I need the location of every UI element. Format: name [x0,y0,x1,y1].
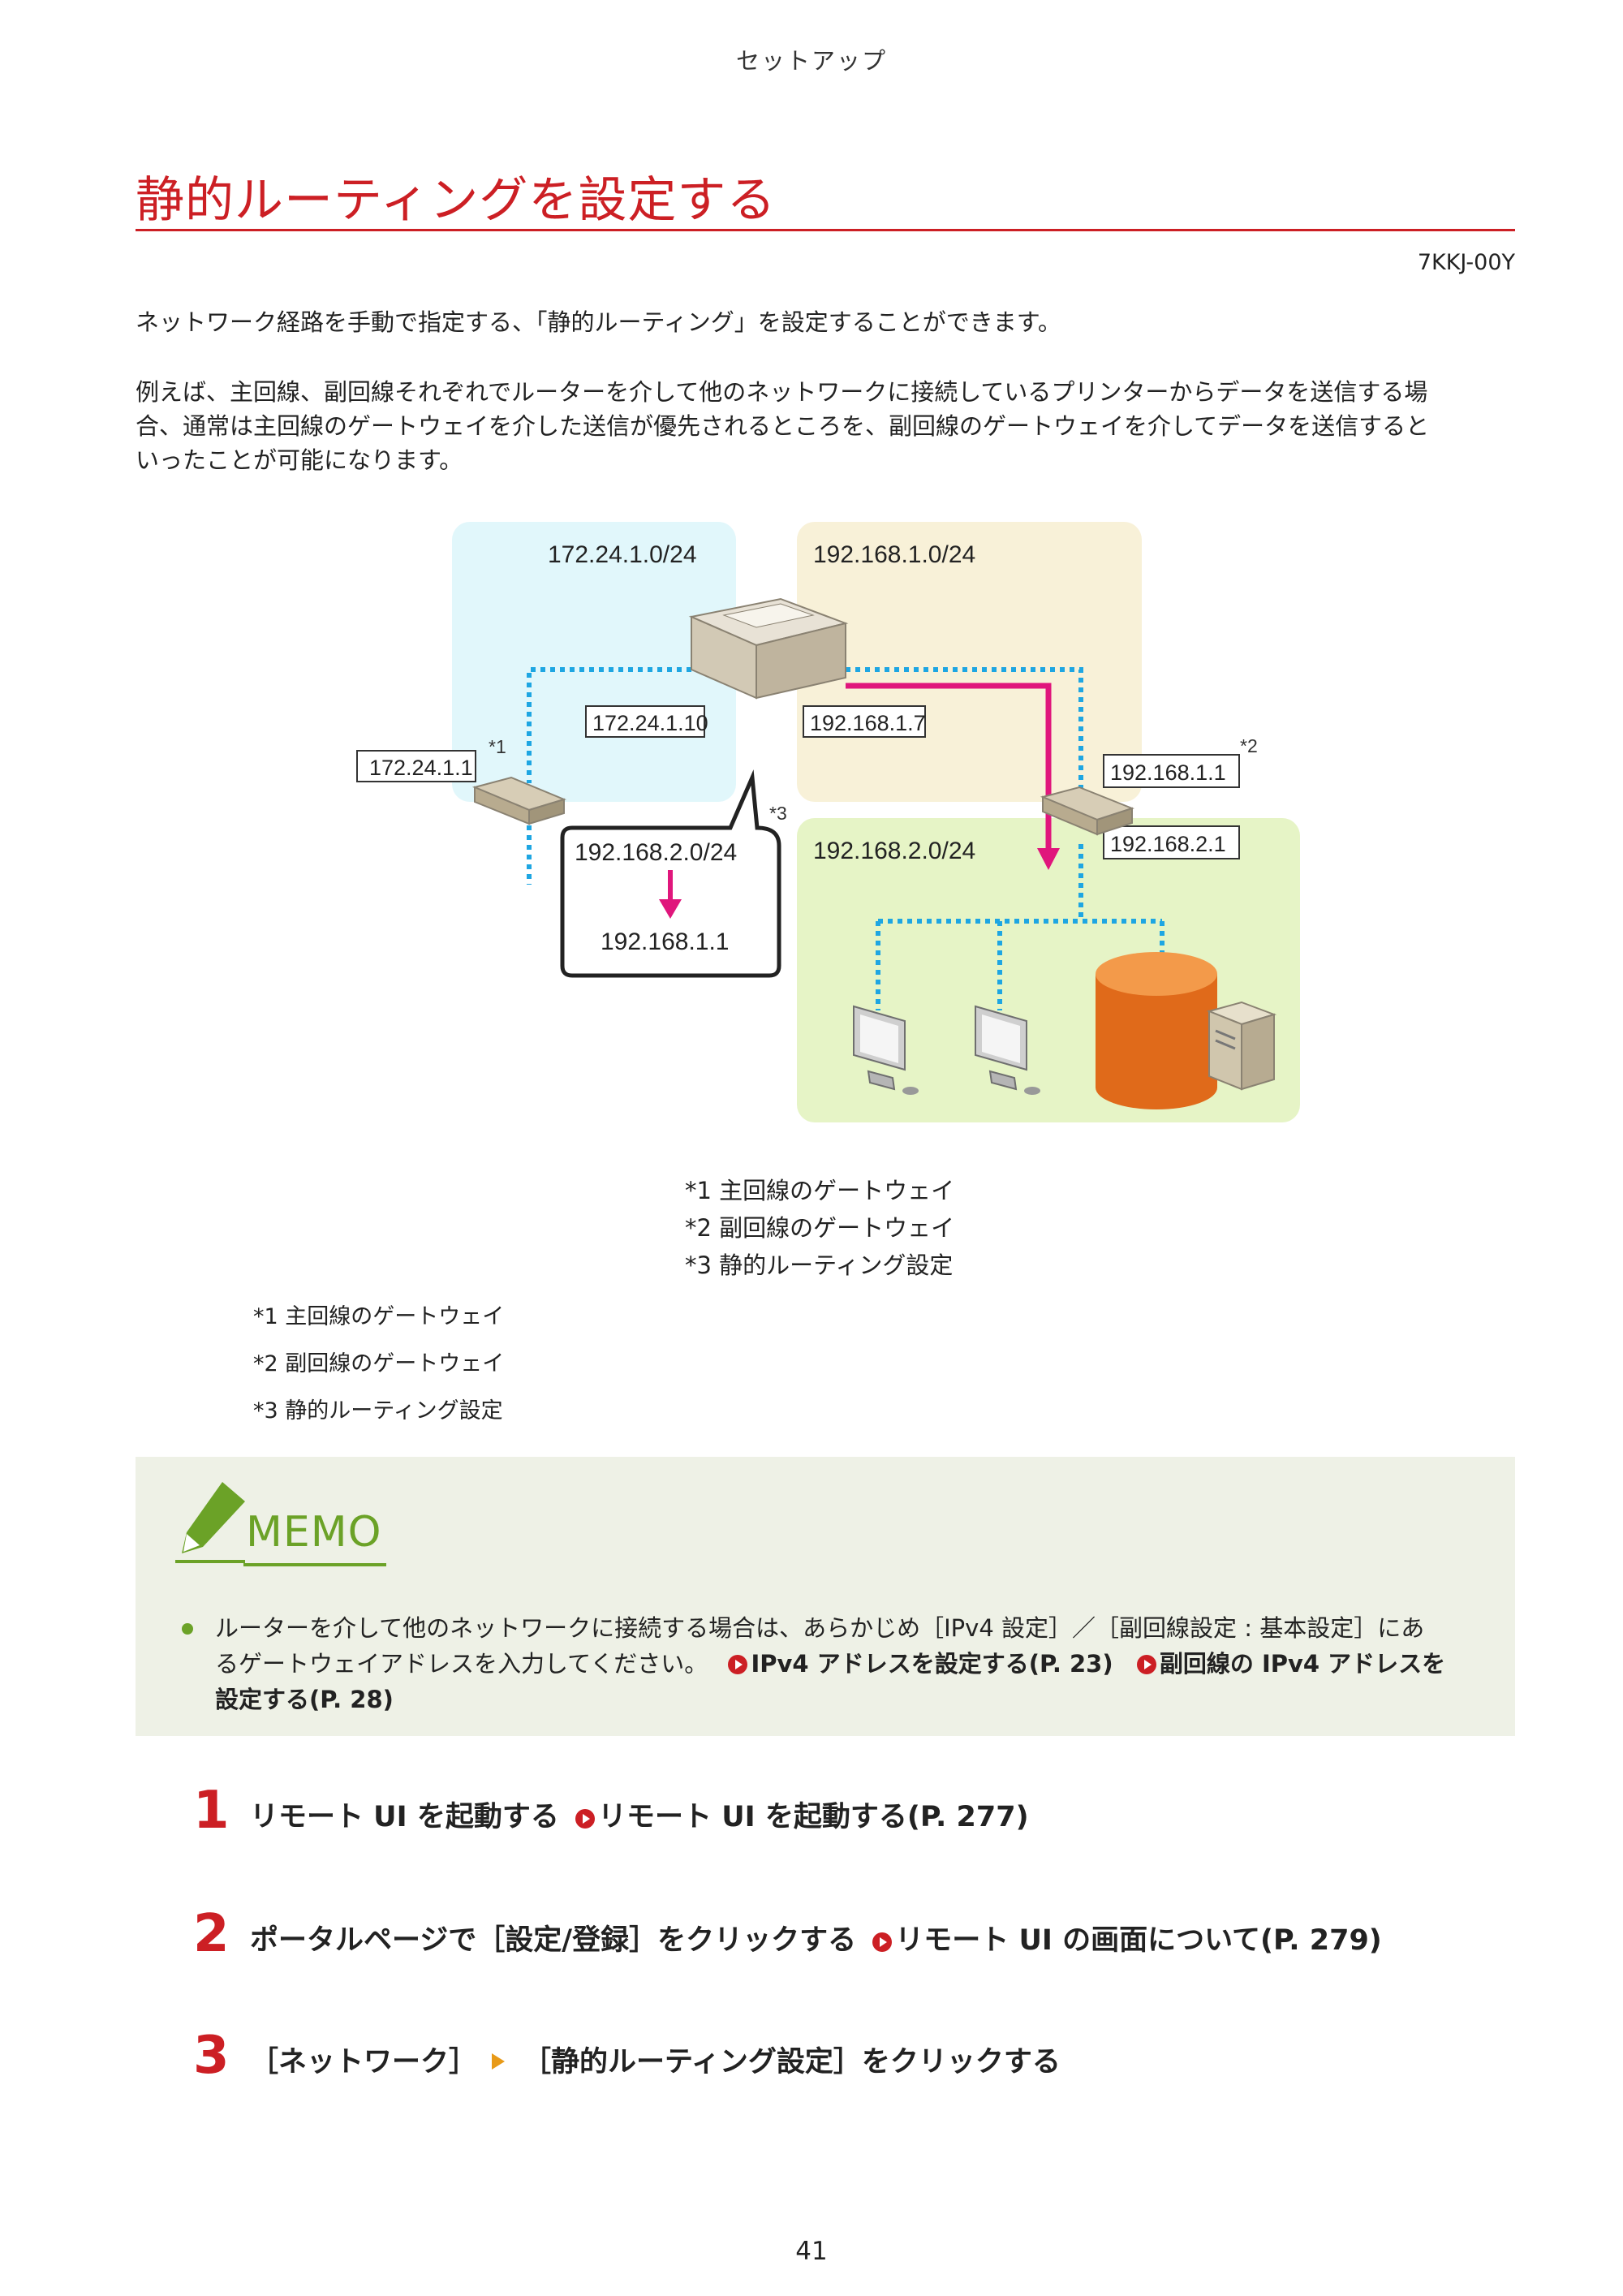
network-diagram: 172.24.1.0/24 192.168.1.0/24 192.168.2.0… [356,522,1300,1122]
link-ipv4-address[interactable]: IPv4 アドレスを設定する(P. 23) [728,1650,1113,1678]
route-arrowhead [1037,848,1060,870]
bullet-icon [182,1623,193,1635]
router2-upper-ip-box [1103,754,1240,788]
database-server-icon [1096,952,1277,1109]
memo-label: MEMO [246,1508,382,1557]
link-remote-ui-screen[interactable]: リモート UI の画面について(P. 279) [872,1924,1382,1957]
step-3-text: ［ネットワーク］［静的ルーティング設定］をクリックする [250,2046,1061,2078]
memo-text-line: 設定する(P. 28) [215,1682,1481,1717]
step-2-text: ポータルページで［設定/登録］をクリックする リモート UI の画面について(P… [250,1924,1382,1957]
step-number: 2 [193,1904,230,1964]
bubble-from-network: 192.168.2.0/24 [575,839,737,866]
printer-secondary-ip: 192.168.1.7 [810,711,926,735]
legend-item: *3 静的ルーティング設定 [685,1251,954,1279]
memo-underline [243,1563,386,1566]
step-number: 1 [193,1781,230,1841]
legend-item: *2 副回線のゲートウェイ [685,1214,955,1242]
bubble-to-gateway: 192.168.1.1 [601,928,729,955]
legend-item: *1 主回線のゲートウェイ [685,1177,955,1204]
title-rule [136,229,1515,231]
legend-repeat-item: *2 副回線のゲートウェイ [253,1351,505,1376]
memo-box [136,1457,1515,1736]
printer-icon [688,597,849,700]
router1-ip: 172.24.1.1 [369,756,473,780]
diagram-legend: *1 主回線のゲートウェイ *2 副回線のゲートウェイ *3 静的ルーティング設… [685,1172,954,1284]
description-paragraph: 例えば、主回線、副回線それぞれでルーターを介して他のネットワークに接続しているプ… [136,375,1515,477]
description-line: いったことが可能になります。 [136,446,463,474]
router2-lower-ip: 192.168.2.1 [1110,832,1226,856]
router2-marker: *2 [1240,735,1258,756]
link-arrow-icon [728,1655,748,1674]
memo-text-line: ルーターを介して他のネットワークに接続する場合は、あらかじめ［IPv4 設定］／… [215,1614,1425,1642]
router1-icon [471,776,566,825]
memo-text-line: るゲートウェイアドレスを入力してください。 IPv4 アドレスを設定する(P. … [215,1646,1481,1682]
link-start-remote-ui[interactable]: リモート UI を起動する(P. 277) [575,1801,1029,1833]
target-network-label: 192.168.2.0/24 [813,838,975,864]
printer-secondary-ip-box [803,705,926,738]
intro-paragraph: ネットワーク経路を手動で指定する、「静的ルーティング」を設定することができます。 [136,308,1061,336]
legend-repeat: *1 主回線のゲートウェイ *2 副回線のゲートウェイ *3 静的ルーティング設… [253,1294,504,1435]
router2-icon [1040,786,1134,836]
page-title: 静的ルーティングを設定する [136,172,777,229]
section-header: セットアップ [735,47,887,75]
bubble-arrowhead [659,899,682,919]
printer-primary-ip: 172.24.1.10 [592,711,708,735]
bubble-marker: *3 [769,803,787,824]
step-number: 3 [193,2026,230,2086]
description-line: 合、通常は主回線のゲートウェイを介した送信が優先されるところを、副回線のゲートウ… [136,412,1430,440]
router2-upper-ip: 192.168.1.1 [1110,760,1226,785]
router1-marker: *1 [489,736,506,757]
link-secondary-ipv4-address[interactable]: 副回線の IPv4 アドレスを [1136,1650,1445,1678]
link-secondary-ipv4-address-cont[interactable]: 設定する(P. 28) [215,1686,394,1713]
pencil-icon [175,1482,245,1563]
router2-lower-ip-box [1103,825,1240,859]
primary-network-label: 172.24.1.0/24 [548,541,697,568]
secondary-network-label: 192.168.1.0/24 [813,541,975,568]
legend-repeat-item: *1 主回線のゲートウェイ [253,1304,505,1329]
link-arrow-icon [575,1809,596,1829]
router1-ip-box [356,750,476,782]
memo-text: ルーターを介して他のネットワークに接続する場合は、あらかじめ［IPv4 設定］／… [215,1610,1481,1717]
memo-text-segment: るゲートウェイアドレスを入力してください。 [215,1650,708,1678]
step-1-text: リモート UI を起動する リモート UI を起動する(P. 277) [250,1801,1029,1833]
document-code: 7KKJ-00Y [1417,250,1515,275]
description-line: 例えば、主回線、副回線それぞれでルーターを介して他のネットワークに接続しているプ… [136,378,1428,406]
printer-primary-ip-box [585,705,705,738]
link-arrow-icon [1136,1655,1156,1674]
page-number: 41 [795,2237,828,2266]
computer-icon [975,1005,1040,1095]
legend-repeat-item: *3 静的ルーティング設定 [253,1398,503,1424]
computer-icon [853,1005,919,1095]
triangle-arrow-icon [492,2053,506,2070]
link-arrow-icon [872,1932,893,1952]
